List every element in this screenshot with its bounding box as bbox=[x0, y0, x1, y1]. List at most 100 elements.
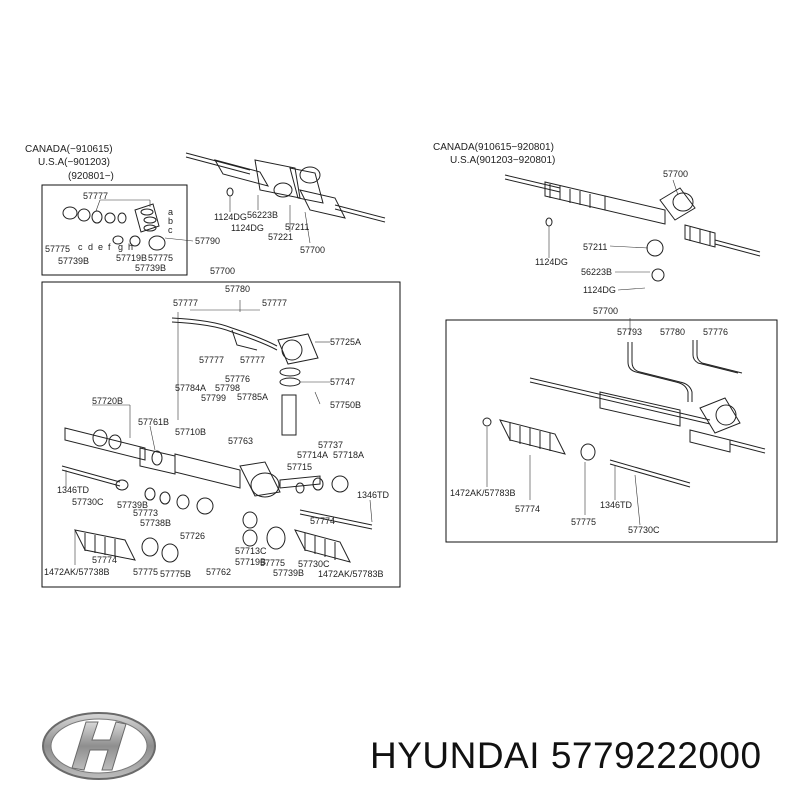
label-57730c-right: 57730C bbox=[298, 559, 330, 569]
right-variant-line-1: CANADA(910615−920801) bbox=[433, 142, 554, 153]
upper-left-rack-assembly bbox=[185, 152, 386, 244]
left-detail-box bbox=[41, 281, 401, 588]
label-57739b-mid: 57739B bbox=[117, 500, 148, 510]
label-57776-right: 57776 bbox=[703, 327, 728, 337]
left-variant-line-2: U.S.A(−901203) bbox=[38, 157, 110, 168]
label-57785a: 57785A bbox=[237, 392, 268, 402]
label-57775-left: 57775 bbox=[133, 567, 158, 577]
label-57763: 57763 bbox=[228, 436, 253, 446]
label-57777-b: 57777 bbox=[262, 298, 287, 308]
upper-left-detail-parts bbox=[62, 199, 194, 251]
label-57774-left: 57774 bbox=[92, 555, 117, 565]
hyundai-logo-icon bbox=[42, 712, 156, 780]
label-57775-right: 57775 bbox=[260, 558, 285, 568]
label-57790: 57790 bbox=[195, 236, 220, 246]
label-57700-top: 57700 bbox=[300, 245, 325, 255]
label-57777-c: 57777 bbox=[199, 355, 224, 365]
label-1346td-r: 1346TD bbox=[600, 500, 633, 510]
right-detail-parts bbox=[482, 318, 766, 526]
label-57720b: 57720B bbox=[92, 396, 123, 406]
tag-d: d bbox=[88, 242, 93, 252]
label-57774-r: 57774 bbox=[515, 504, 540, 514]
label-57775: 57775 bbox=[45, 244, 70, 254]
label-57719b: 57719B bbox=[235, 557, 266, 567]
tag-h: h bbox=[128, 242, 133, 252]
left-variant-heading: CANADA(−910615) U.S.A(−901203) (920801−) bbox=[25, 144, 114, 182]
brand-name: HYUNDAI bbox=[370, 735, 541, 776]
label-57739b-b: 57739B bbox=[135, 263, 166, 273]
label-57738b: 57738B bbox=[140, 518, 171, 528]
tag-a: a bbox=[168, 207, 173, 217]
label-1124dg: 1124DG bbox=[214, 212, 247, 222]
label-57774-right: 57774 bbox=[310, 516, 335, 526]
label-1472ak-57738b: 1472AK/57738B bbox=[44, 567, 110, 577]
right-variant-heading: CANADA(910615−920801) U.S.A(901203−92080… bbox=[433, 142, 555, 166]
upper-left-detail-box bbox=[41, 184, 188, 276]
label-57776: 57776 bbox=[225, 374, 250, 384]
brand-and-part-number: HYUNDAI 5779222000 bbox=[370, 735, 762, 777]
label-57747: 57747 bbox=[330, 377, 355, 387]
label-57221: 57221 bbox=[268, 232, 293, 242]
label-1124dg-right: 1124DG bbox=[535, 257, 568, 267]
label-1472ak-57783b: 1472AK/57783B bbox=[318, 569, 384, 579]
label-57793: 57793 bbox=[617, 327, 642, 337]
label-57211: 57211 bbox=[285, 222, 309, 232]
label-1124dg-right-b: 1124DG bbox=[583, 285, 616, 295]
label-57700-right-box: 57700 bbox=[593, 306, 618, 316]
label-57798: 57798 bbox=[215, 383, 240, 393]
label-57713c: 57713C bbox=[235, 546, 267, 556]
label-57777: 57777 bbox=[83, 191, 108, 201]
label-1472ak-57783b-right: 1472AK/57783B bbox=[450, 488, 516, 498]
label-57718a: 57718A bbox=[333, 450, 364, 460]
label-57762: 57762 bbox=[206, 567, 231, 577]
upper-left-rack-labels: 1124DG 56223B 1124DG 57211 57221 57700 bbox=[214, 210, 325, 255]
tag-b: b bbox=[168, 216, 173, 226]
label-57750b: 57750B bbox=[330, 400, 361, 410]
label-57773: 57773 bbox=[133, 508, 158, 518]
tag-c2: c bbox=[78, 242, 83, 252]
label-57777-a: 57777 bbox=[173, 298, 198, 308]
left-detail-parts bbox=[61, 300, 373, 565]
tag-f: f bbox=[108, 242, 111, 252]
upper-left-labels: 57777 57775 57739B 57719B 57775 57739B 5… bbox=[45, 191, 220, 273]
part-number: 5779222000 bbox=[550, 735, 762, 776]
right-detail-labels: 57700 57793 57780 57776 1472AK/57783B 57… bbox=[450, 306, 728, 535]
tag-c: c bbox=[168, 225, 173, 235]
label-57761b: 57761B bbox=[138, 417, 169, 427]
label-57714a: 57714A bbox=[297, 450, 328, 460]
label-57739b: 57739B bbox=[58, 256, 89, 266]
label-57780: 57780 bbox=[225, 284, 250, 294]
label-56223b: 56223B bbox=[247, 210, 278, 220]
left-variant-line-1: CANADA(−910615) bbox=[25, 144, 113, 155]
label-57784a: 57784A bbox=[175, 383, 206, 393]
label-57211-right: 57211 bbox=[583, 242, 607, 252]
left-variant-line-3: (920801−) bbox=[68, 171, 114, 182]
label-57730c-r: 57730C bbox=[628, 525, 660, 535]
label-57775b: 57775B bbox=[160, 569, 191, 579]
label-57737: 57737 bbox=[318, 440, 343, 450]
label-57719b: 57719B bbox=[116, 253, 147, 263]
label-57739b-right: 57739B bbox=[273, 568, 304, 578]
label-57726: 57726 bbox=[180, 531, 205, 541]
label-57725a: 57725A bbox=[330, 337, 361, 347]
label-56223b-right: 56223B bbox=[581, 267, 612, 277]
label-57730c-left: 57730C bbox=[72, 497, 104, 507]
upper-right-labels: 57700 1124DG 57211 56223B 1124DG bbox=[535, 169, 688, 295]
label-57700-box: 57700 bbox=[210, 266, 235, 276]
label-57775-b: 57775 bbox=[148, 253, 173, 263]
right-detail-box bbox=[445, 319, 778, 543]
label-57799: 57799 bbox=[201, 393, 226, 403]
label-57700-right-top: 57700 bbox=[663, 169, 688, 179]
label-57710b: 57710B bbox=[175, 427, 206, 437]
label-57780-right: 57780 bbox=[660, 327, 685, 337]
label-57775-r: 57775 bbox=[571, 517, 596, 527]
label-1346td-left: 1346TD bbox=[57, 485, 90, 495]
upper-right-rack-assembly bbox=[504, 174, 761, 291]
left-detail-labels: 57700 57780 57777 57777 57725A 57777 577… bbox=[44, 266, 390, 579]
tag-e: e bbox=[98, 242, 103, 252]
label-57715: 57715 bbox=[287, 462, 312, 472]
label-57777-d: 57777 bbox=[240, 355, 265, 365]
label-1124dg-b: 1124DG bbox=[231, 223, 264, 233]
right-variant-line-2: U.S.A(901203−920801) bbox=[450, 155, 555, 166]
